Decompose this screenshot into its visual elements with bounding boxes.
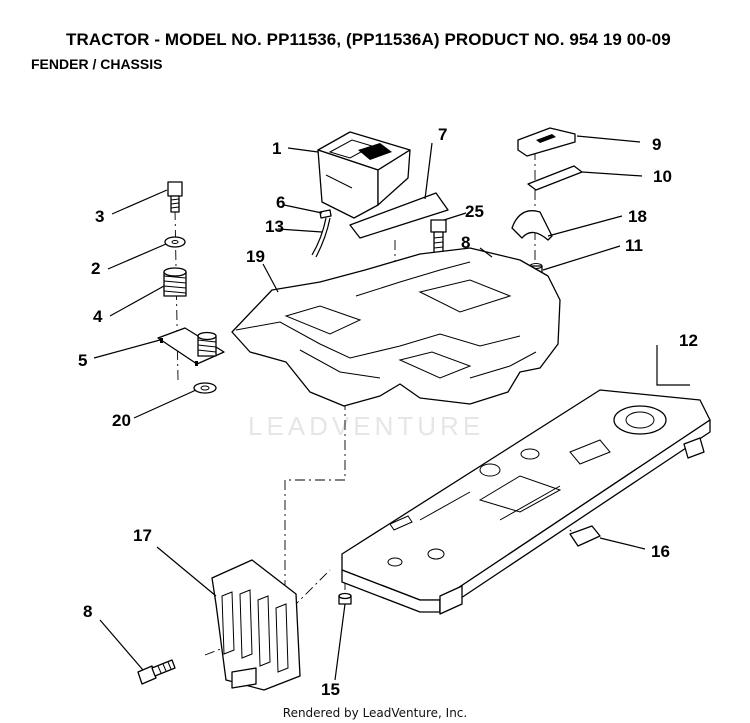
callout-20: 20	[112, 411, 131, 430]
bracket-part-9[interactable]	[517, 127, 576, 157]
bushing-part-15[interactable]	[338, 592, 352, 605]
clamp-part-18[interactable]	[511, 210, 553, 241]
callout-8-lower: 8	[83, 602, 92, 621]
spring-plate-part-5[interactable]	[157, 327, 225, 366]
callout-25: 25	[465, 202, 484, 221]
callout-6: 6	[276, 193, 285, 212]
callout-15: 15	[321, 680, 340, 699]
rod-part-6[interactable]	[319, 209, 332, 219]
chassis-part-12[interactable]	[341, 389, 711, 615]
spring-part-4[interactable]	[163, 267, 187, 297]
callout-8-upper: 8	[461, 233, 470, 252]
bolt-part-3[interactable]	[167, 181, 183, 213]
bracket-part-16[interactable]	[569, 525, 601, 547]
watermark: LEADVENTURE	[248, 411, 485, 441]
callout-4: 4	[93, 307, 103, 326]
plate-part-10[interactable]	[527, 165, 583, 191]
callout-12: 12	[679, 331, 698, 350]
callout-2: 2	[91, 259, 100, 278]
bolt-part-8-lower[interactable]	[137, 659, 176, 685]
callout-10: 10	[653, 167, 672, 186]
callout-18: 18	[628, 207, 647, 226]
fender-part-19[interactable]	[231, 247, 561, 407]
callout-labels: 1 2 3 4 5 6 7 8 9 10 11 12 13 15 16 17 1…	[78, 125, 698, 699]
washer-part-2[interactable]	[164, 236, 186, 248]
footer-credit: Rendered by LeadVenture, Inc.	[282, 706, 468, 720]
decal-part-7[interactable]	[349, 192, 449, 239]
washer-part-20[interactable]	[193, 382, 217, 394]
callout-19: 19	[246, 247, 265, 266]
tube-part-13[interactable]	[311, 217, 331, 258]
callout-16: 16	[651, 542, 670, 561]
callout-7: 7	[438, 125, 447, 144]
cup-holder-part-1[interactable]	[317, 131, 411, 219]
callout-11: 11	[625, 236, 643, 255]
page-title: TRACTOR - MODEL NO. PP11536, (PP11536A) …	[66, 30, 671, 49]
callout-17: 17	[133, 526, 152, 545]
leader-lines	[93, 135, 690, 681]
section-subtitle: FENDER / CHASSIS	[31, 56, 163, 72]
callout-1: 1	[272, 139, 281, 158]
callout-5: 5	[78, 351, 87, 370]
callout-9: 9	[652, 135, 661, 154]
rear-plate-part-17[interactable]	[211, 559, 301, 691]
callout-13: 13	[265, 217, 284, 236]
callout-3: 3	[95, 207, 104, 226]
bolt-part-25[interactable]	[430, 219, 447, 255]
